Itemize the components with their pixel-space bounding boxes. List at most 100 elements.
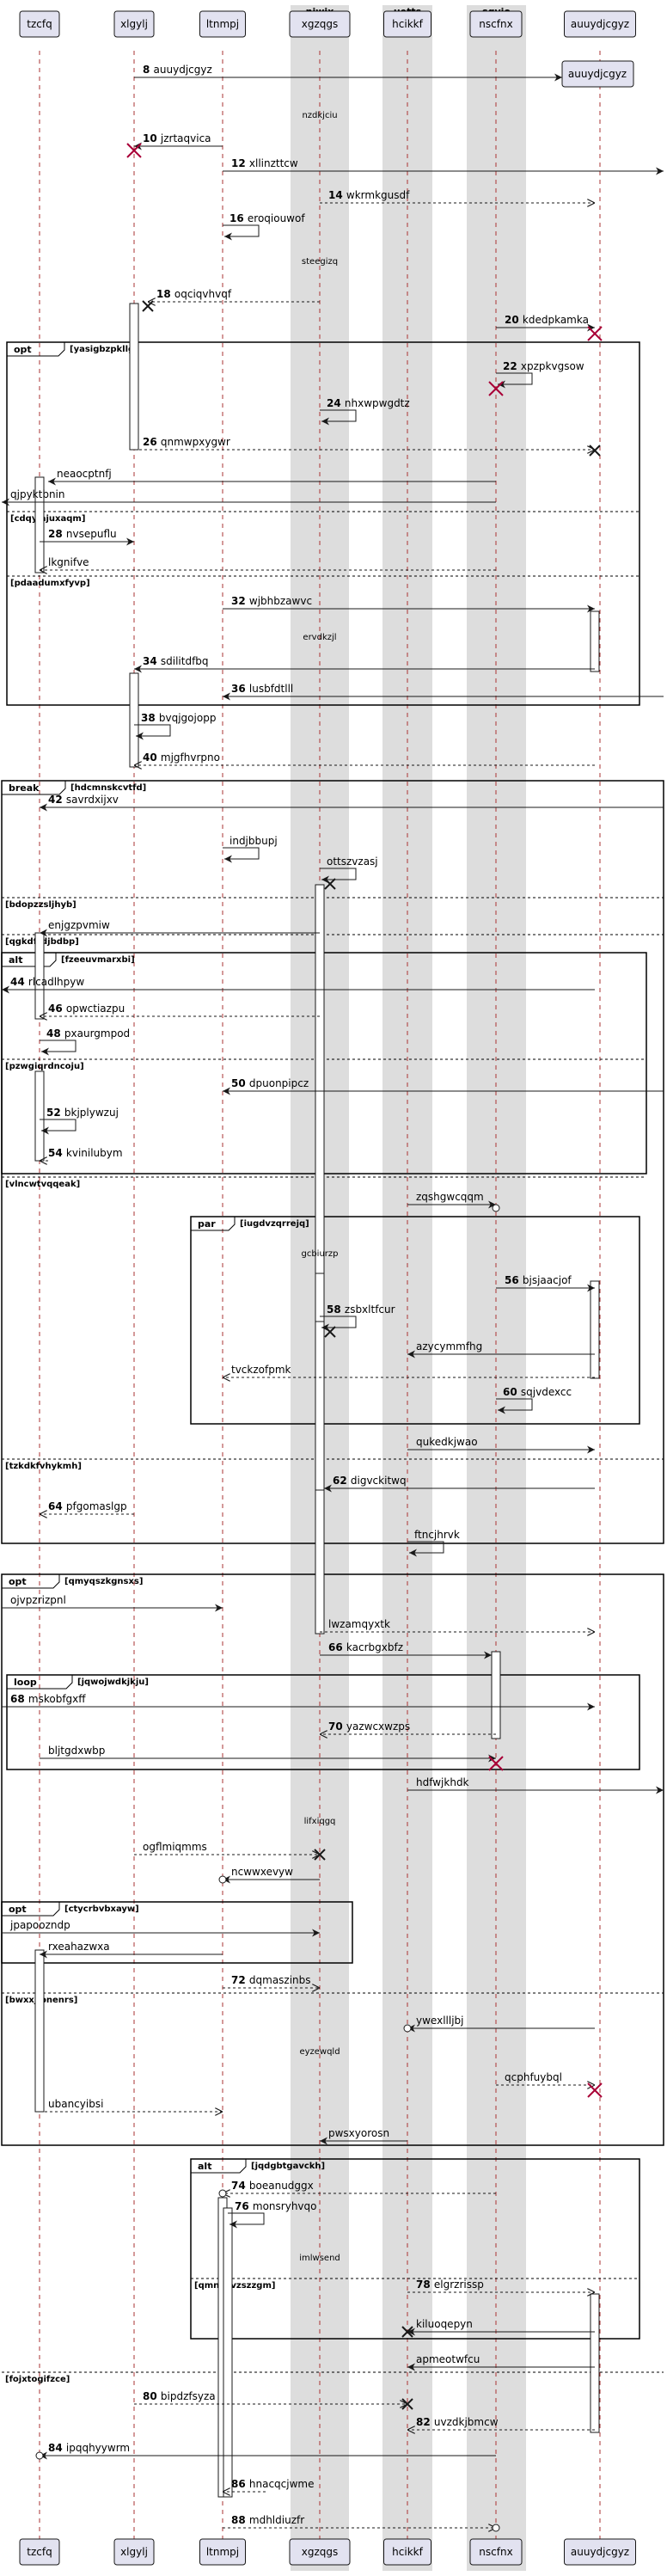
message-label: 60 sqjvdexcc bbox=[503, 1386, 572, 1398]
destroy-marker bbox=[314, 1849, 326, 1861]
message-label: 10 jzrtaqvica bbox=[143, 132, 211, 144]
destroy-marker bbox=[126, 143, 142, 158]
fragment-tab bbox=[2, 1574, 60, 1589]
fragment-guard: [hdcmnskcvtfd] bbox=[70, 783, 146, 793]
participant-name: tzcfq bbox=[27, 2546, 52, 2558]
message-label: ubancyibsi bbox=[48, 2098, 103, 2110]
message-label: qukedkjwao bbox=[416, 1436, 478, 1448]
activation-bar bbox=[129, 303, 139, 451]
message-label: ncwwxevyw bbox=[231, 1866, 293, 1878]
message-label: 8 auuydjcgyz bbox=[143, 64, 212, 76]
message-label: enjgzpvmiw bbox=[48, 919, 110, 931]
message-label: 88 mdhldiuzfr bbox=[231, 2514, 304, 2526]
participant-box bbox=[113, 2538, 155, 2566]
activation-bar bbox=[129, 672, 139, 768]
activation-bar bbox=[34, 1070, 45, 1162]
participant-name: xlgylj bbox=[120, 18, 148, 30]
participant-name: hcikkf bbox=[392, 18, 423, 30]
message-label: lwzamqyxtk bbox=[328, 1618, 390, 1630]
fragment-keyword: alt bbox=[9, 954, 22, 966]
message-label: 82 uvzdkjbmcw bbox=[416, 2416, 499, 2428]
message-label: ftncjhrvk bbox=[414, 1529, 460, 1541]
fragment-frame bbox=[1, 1573, 664, 2146]
message-label: hdfwjkhdk bbox=[416, 1776, 469, 1788]
self-message-arrow bbox=[320, 409, 357, 426]
message-label: ywexllljbj bbox=[416, 2015, 463, 2027]
participant-box bbox=[199, 10, 246, 38]
fragments: opt[yasigbzpkllg][cdqyjajuxaqm][pdaadumx… bbox=[1, 341, 664, 2384]
note-label: steegizq bbox=[302, 257, 338, 267]
destroy-marker bbox=[488, 381, 504, 396]
message-label: 28 nvsepuflu bbox=[48, 528, 117, 540]
participant-box bbox=[469, 10, 523, 38]
fragment-guard: [yasigbzpkllg] bbox=[70, 345, 138, 354]
participant-name: ltnmpj bbox=[206, 2546, 239, 2558]
participant-box bbox=[289, 2538, 351, 2566]
fragment-frame bbox=[6, 1674, 640, 1770]
message-label: 22 xpzpkvgsow bbox=[503, 360, 584, 372]
message-label: 68 mskobfgxff bbox=[10, 1693, 86, 1705]
self-message-arrow bbox=[496, 1398, 533, 1414]
note-label: nzdkjciu bbox=[302, 111, 337, 120]
message-label: 50 dpuonpipcz bbox=[231, 1077, 309, 1089]
message-label: 16 eroqiouwof bbox=[229, 212, 305, 224]
participants: tzcfqtzcfqxlgyljxlgyljltnmpjltnmpjxgzqgs… bbox=[19, 10, 636, 2566]
fragment-keyword: par bbox=[198, 1218, 216, 1230]
participant-name: tzcfq bbox=[27, 18, 52, 30]
destroy-marker bbox=[589, 445, 601, 457]
message-label: 44 rlcadlhpyw bbox=[10, 976, 84, 988]
activation-bar bbox=[315, 1273, 325, 1322]
fragment-guard: [fojxtogifzce] bbox=[5, 2375, 70, 2384]
message-label: ogflmiqmms bbox=[143, 1841, 207, 1853]
destroy-marker bbox=[324, 1326, 336, 1338]
participant-name: xlgylj bbox=[120, 2546, 148, 2558]
message-label: qjpyktbnin bbox=[10, 488, 65, 500]
message-label: 36 lusbfdtlll bbox=[231, 683, 293, 695]
self-message-arrow bbox=[223, 847, 260, 863]
activations bbox=[34, 303, 600, 2498]
message-label: apmeotwfcu bbox=[416, 2353, 480, 2365]
fragment-guard: [pzwgiqrdncoju] bbox=[5, 1062, 84, 1071]
participant-name: auuydjcgyz bbox=[571, 18, 629, 30]
participant-box bbox=[19, 2538, 60, 2566]
destroy-marker bbox=[401, 2398, 413, 2410]
fragment-keyword: opt bbox=[9, 1576, 27, 1587]
message-label: 56 bjsjaacjof bbox=[505, 1274, 572, 1286]
fragment-guard: [pdaadumxfyvp] bbox=[10, 579, 90, 588]
participant-box bbox=[113, 10, 155, 38]
fragment-tab bbox=[7, 1675, 73, 1690]
fragment-keyword: alt bbox=[198, 2161, 211, 2172]
message-label: 58 zsbxltfcur bbox=[327, 1303, 395, 1316]
message-label: bljtgdxwbp bbox=[48, 1745, 105, 1757]
self-message-arrow bbox=[320, 1316, 357, 1332]
message-label: 24 nhxwpwgdtz bbox=[327, 397, 410, 409]
message-label: 64 pfgomaslgp bbox=[48, 1500, 127, 1512]
participant-groups: njwixuettssgyio bbox=[291, 5, 526, 2571]
participant-name: xgzqgs bbox=[302, 2546, 339, 2558]
message-label: 52 bkjplywzuj bbox=[46, 1107, 119, 1119]
note-label: lifxiqgq bbox=[304, 1817, 336, 1826]
lifelines bbox=[39, 51, 601, 2540]
participant-name: xgzqgs bbox=[302, 18, 339, 30]
message-label: 32 wjbhbzawvc bbox=[231, 595, 312, 607]
message-label: 26 qnmwpxygwr bbox=[143, 436, 230, 448]
message-label: 14 wkrmkgusdf bbox=[328, 189, 410, 201]
message-label: 78 elgrzrissp bbox=[416, 2279, 484, 2291]
message-label: lkgnifve bbox=[48, 556, 89, 568]
message-label: 34 sdilitdfbq bbox=[143, 655, 209, 667]
destroy-marker bbox=[587, 326, 603, 341]
fragment-keyword: opt bbox=[14, 344, 32, 355]
message-label: 80 bipdzfsyza bbox=[143, 2390, 216, 2402]
message-label: 42 savrdxijxv bbox=[48, 794, 119, 806]
fragment-guard: [ctycrbvbxayw] bbox=[64, 1904, 139, 1914]
participant-box bbox=[289, 10, 351, 38]
message-label: ottszvzasj bbox=[327, 856, 378, 868]
participant-name: hcikkf bbox=[392, 2546, 423, 2558]
fragment-frame bbox=[6, 341, 640, 706]
message-label: kiluoqepyn bbox=[416, 2318, 473, 2330]
participant-box bbox=[19, 10, 60, 38]
message-label: qcphfuybql bbox=[505, 2071, 562, 2083]
message-label: 86 hnacqcjwme bbox=[231, 2478, 315, 2490]
fragment-tab bbox=[191, 1217, 236, 1231]
self-message-arrow bbox=[223, 224, 260, 241]
